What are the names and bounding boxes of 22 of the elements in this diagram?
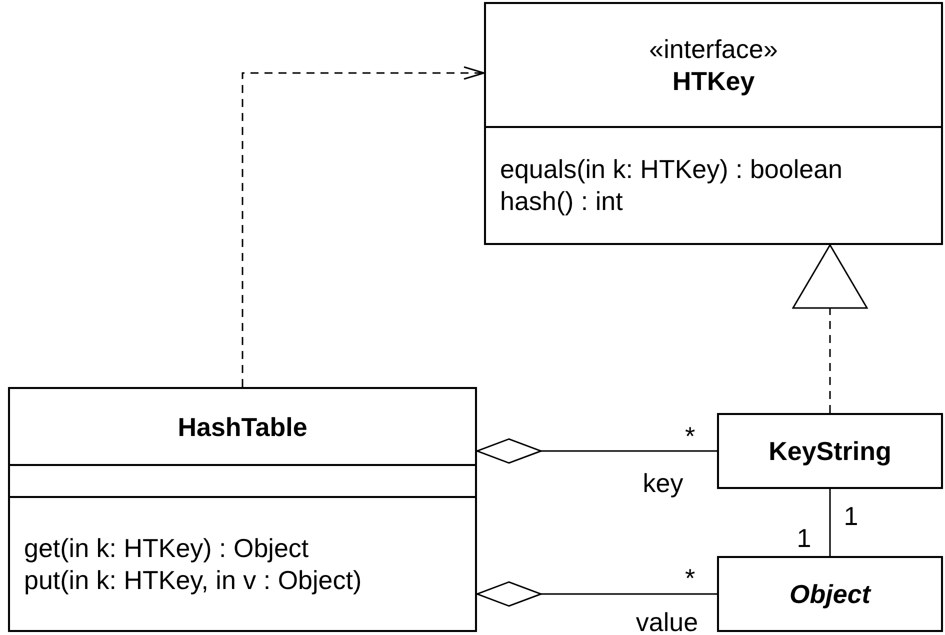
aggregation-line	[476, 581, 717, 607]
operation-text: hash() : int	[500, 185, 623, 218]
class-box	[717, 556, 943, 632]
connector-line	[829, 489, 831, 556]
multiplicity-label: *	[684, 565, 696, 591]
class-box	[8, 387, 477, 632]
multiplicity-label: 1	[844, 503, 858, 529]
operation-text: put(in k: HTKey, in v : Object)	[24, 564, 362, 596]
stereotype-text: «interface»	[649, 32, 778, 65]
class-name: KeyString	[768, 435, 892, 467]
multiplicity-label: *	[684, 423, 696, 449]
class-name: Object	[790, 578, 870, 610]
operation-text: equals(in k: HTKey) : boolean	[500, 153, 843, 186]
aggregation-line	[476, 438, 717, 464]
class-name: HashTable	[178, 410, 308, 443]
operation-text: get(in k: HTKey) : Object	[24, 532, 309, 564]
class-name: HTKey	[672, 64, 755, 97]
dashed-arrow	[792, 244, 868, 413]
multiplicity-label: 1	[796, 525, 812, 551]
class-box	[717, 413, 943, 489]
interface-box	[484, 2, 943, 245]
dashed-arrow	[242, 66, 485, 387]
